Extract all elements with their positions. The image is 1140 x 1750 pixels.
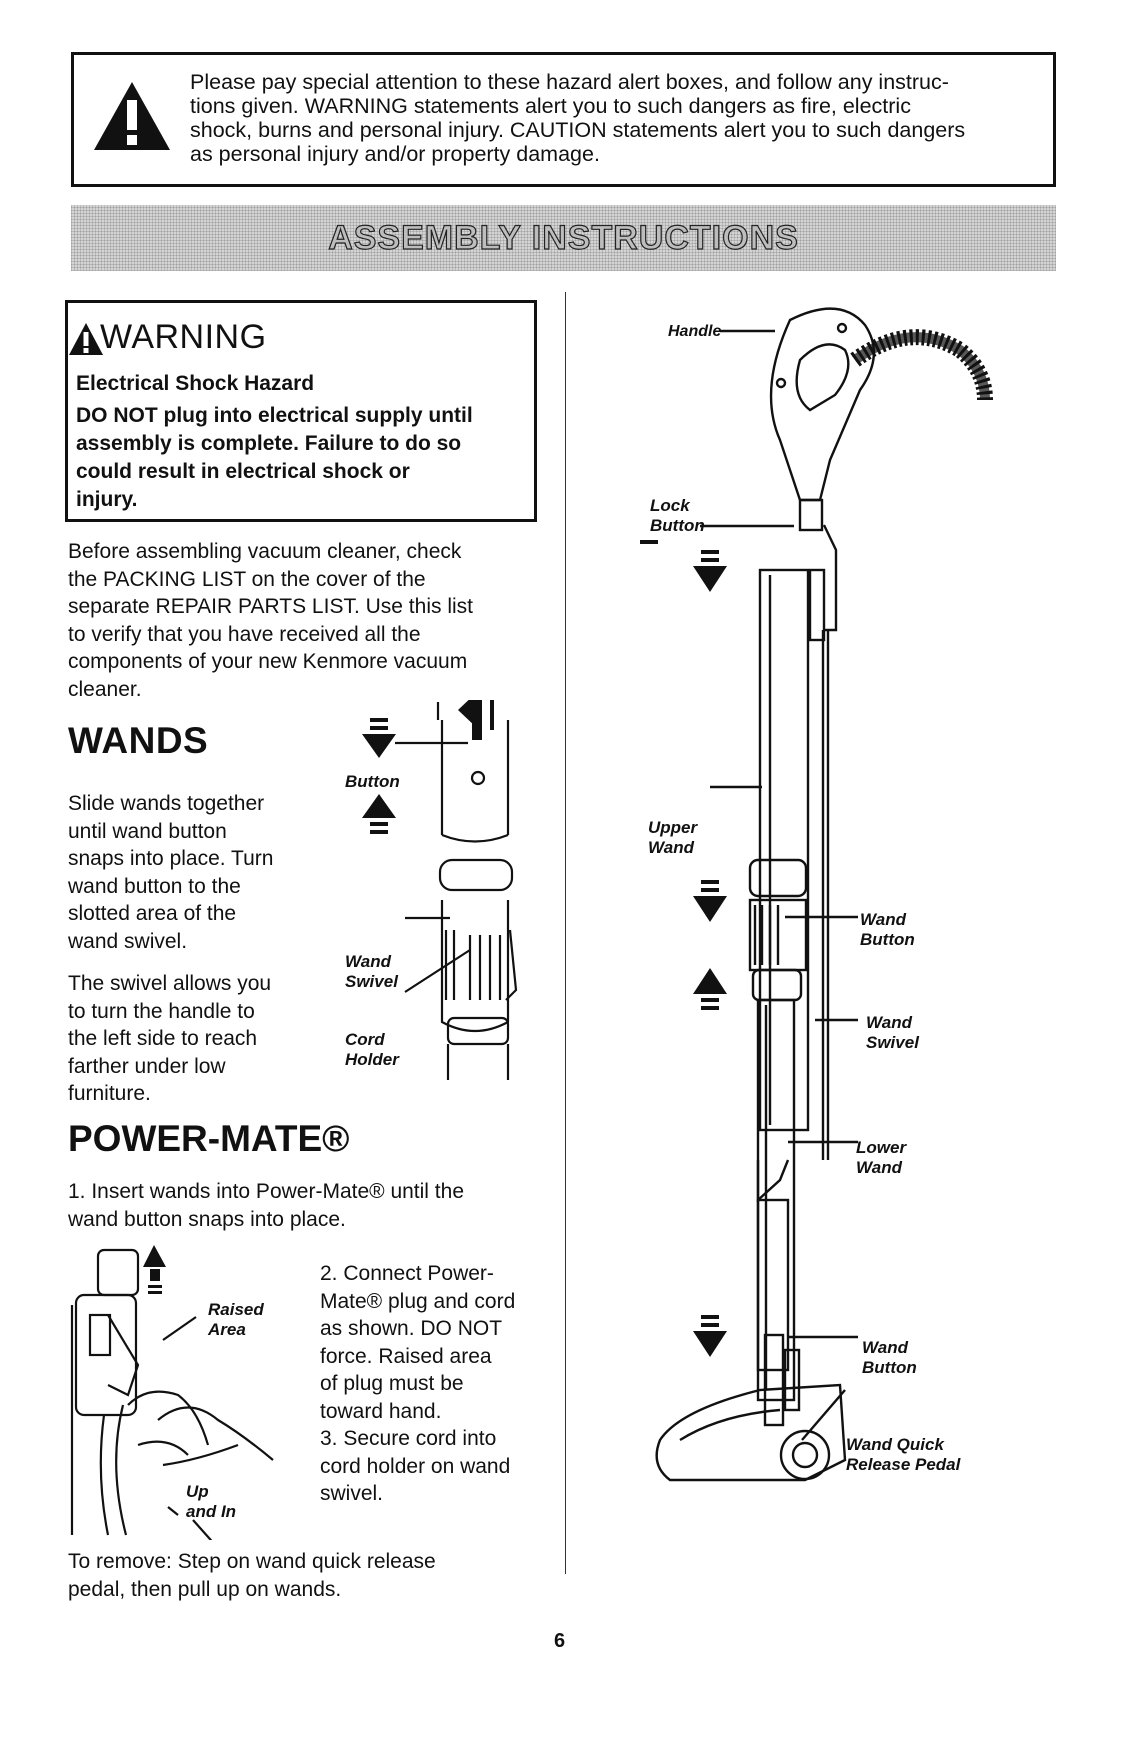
warning-title: WARNING	[100, 318, 267, 356]
power-mate-heading: POWER-MATE®	[68, 1118, 350, 1159]
wands-paragraph-2: The swivel allows you to turn the handle…	[68, 972, 272, 1105]
wands-heading: WANDS	[68, 720, 209, 761]
page-number: 6	[554, 1630, 566, 1652]
button-label: Button	[345, 772, 400, 791]
hazard-alert-text: Please pay special attention to these ha…	[190, 70, 966, 166]
warning-subtitle: Electrical Shock Hazard	[76, 372, 315, 395]
vacuum-assembly-diagram	[640, 307, 993, 1482]
hazard-alert-box	[71, 52, 1056, 187]
section-title: ASSEMBLY INSTRUCTIONS	[328, 218, 799, 257]
handle-label: Handle	[668, 323, 722, 340]
section-banner: ASSEMBLY INSTRUCTIONS	[71, 205, 1056, 271]
wand-join-illustration	[362, 700, 518, 1080]
column-divider	[565, 292, 566, 1574]
intro-paragraph: Before assembling vacuum cleaner, check …	[68, 540, 473, 701]
warning-triangle-icon	[69, 323, 103, 355]
power-mate-step-1: 1. Insert wands into Power-Mate® until t…	[68, 1180, 464, 1231]
warning-body: DO NOT plug into electrical supply until…	[76, 404, 473, 511]
power-mate-step-2: 2. Connect Power- Mate® plug and cord as…	[320, 1262, 516, 1423]
warning-box	[65, 300, 537, 522]
power-mate-step-3: 3. Secure cord into cord holder on wand …	[320, 1427, 511, 1505]
warning-triangle-icon	[94, 82, 170, 150]
remove-instructions: To remove: Step on wand quick release pe…	[68, 1550, 436, 1601]
wands-paragraph-1: Slide wands together until wand button s…	[68, 792, 274, 953]
plug-illustration	[70, 1245, 274, 1540]
